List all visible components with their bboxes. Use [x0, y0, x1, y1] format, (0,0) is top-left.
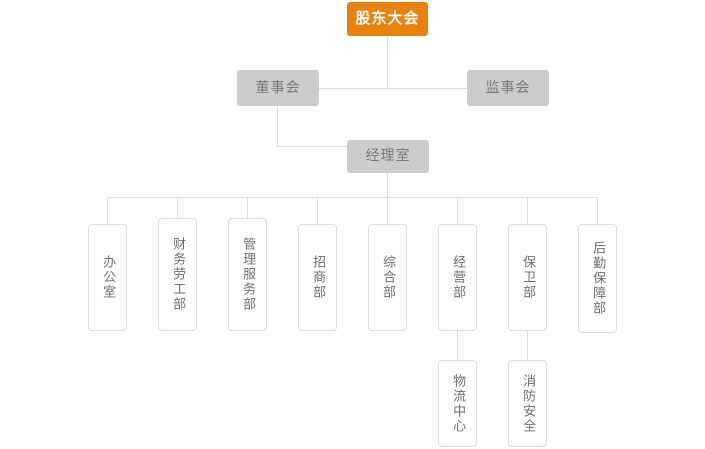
node-dept-security[interactable]: 保卫部 — [508, 224, 547, 331]
node-dept-finance-labor[interactable]: 财务劳工部 — [158, 218, 197, 331]
connector-drop-dept-8 — [597, 197, 598, 224]
node-managers-office[interactable]: 经理室 — [347, 140, 429, 173]
node-dept-logistics-support[interactable]: 后勤保障部 — [578, 224, 617, 333]
connector-directors-down — [277, 106, 278, 146]
connector-directors-to-manager — [277, 146, 347, 147]
node-label: 经营部 — [450, 255, 466, 300]
node-label: 财务劳工部 — [170, 237, 186, 312]
node-label: 股东大会 — [355, 9, 420, 28]
connector-manager-down — [387, 172, 388, 198]
connector-dept-bus — [107, 197, 597, 198]
node-shareholders-meeting[interactable]: 股东大会 — [347, 2, 428, 36]
node-board-of-directors[interactable]: 董事会 — [237, 70, 319, 106]
connector-drop-unit-1 — [457, 331, 458, 360]
node-dept-general[interactable]: 综合部 — [368, 224, 407, 331]
node-unit-logistics-center[interactable]: 物流中心 — [438, 360, 477, 447]
node-dept-management-service[interactable]: 管理服务部 — [228, 218, 267, 331]
connector-drop-dept-2 — [177, 197, 178, 224]
node-label: 综合部 — [380, 255, 396, 300]
node-dept-office[interactable]: 办公室 — [88, 224, 127, 331]
node-label: 招商部 — [310, 255, 326, 300]
node-label: 监事会 — [485, 79, 531, 96]
node-board-of-supervisors[interactable]: 监事会 — [467, 70, 549, 106]
node-label: 办公室 — [100, 255, 116, 300]
node-dept-operations[interactable]: 经营部 — [438, 224, 477, 331]
node-label: 董事会 — [255, 79, 301, 96]
connector-drop-unit-2 — [527, 331, 528, 360]
node-label: 后勤保障部 — [590, 241, 606, 316]
connector-drop-dept-7 — [527, 197, 528, 224]
node-label: 经理室 — [365, 148, 411, 165]
connector-level2-bus — [319, 88, 467, 89]
connector-drop-dept-1 — [107, 197, 108, 224]
node-label: 物流中心 — [450, 373, 466, 434]
connector-drop-dept-6 — [457, 197, 458, 224]
connector-drop-dept-5 — [387, 197, 388, 224]
connector-drop-dept-3 — [247, 197, 248, 224]
connector-drop-dept-4 — [317, 197, 318, 224]
node-label: 消防安全 — [520, 373, 536, 434]
node-unit-fire-safety[interactable]: 消防安全 — [508, 360, 547, 447]
node-label: 管理服务部 — [240, 237, 256, 312]
connector-root-down — [387, 36, 388, 88]
node-label: 保卫部 — [520, 255, 536, 300]
node-dept-investment[interactable]: 招商部 — [298, 224, 337, 331]
